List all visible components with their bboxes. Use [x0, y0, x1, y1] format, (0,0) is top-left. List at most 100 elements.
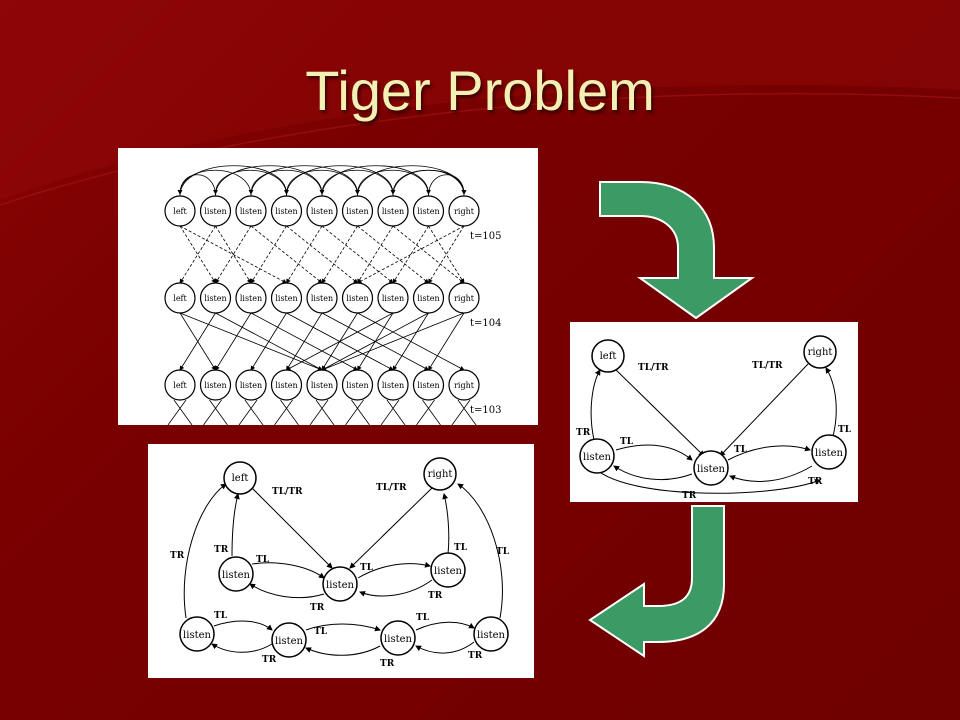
- trellis-node-label: left: [173, 294, 187, 303]
- trellis-tail-edge: [203, 399, 222, 425]
- label-tl-mr-top: TL: [454, 543, 468, 553]
- node-label: listen: [183, 630, 211, 641]
- node-listen-mid-left: [218, 556, 254, 592]
- trellis-node: [199, 282, 232, 314]
- edge-inner-left: [231, 493, 240, 557]
- small-state-graph-panel: TL/TR TL/TR TR TL TL TL TR TR left right…: [570, 322, 858, 502]
- arrow-down-right-icon: [599, 181, 756, 320]
- trellis-node-label: listen: [311, 381, 333, 390]
- node-listen-center: [322, 566, 358, 602]
- small-graph-edge-labels: TL/TR TL/TR TR TL TL TL TR TR: [576, 361, 852, 501]
- label-tl-ml: TL: [256, 555, 270, 565]
- trellis-node-label: listen: [204, 294, 226, 303]
- trellis-arc: [179, 165, 289, 197]
- trellis-node: [164, 282, 196, 314]
- trellis-arc: [215, 165, 325, 197]
- label-tr-bl: TR: [262, 655, 277, 665]
- trellis-tail-edge: [386, 399, 406, 425]
- trellis-node: [412, 195, 445, 227]
- node-label: listen: [326, 580, 354, 591]
- trellis-node: [306, 195, 338, 227]
- trellis-diagram-panel: left listen listen listen listen listen listen…: [118, 148, 538, 425]
- node-listen-mid-right: [430, 552, 466, 588]
- label-tltr-left: TL/TR: [272, 487, 303, 497]
- node-label: left: [232, 473, 249, 484]
- node-listen-bottom-left: [179, 616, 215, 652]
- small-graph-edges: [589, 363, 837, 494]
- trellis-node: [412, 282, 445, 314]
- node-label: listen: [477, 630, 505, 641]
- node-label: right: [808, 347, 833, 358]
- trellis-node-label: listen: [346, 207, 368, 216]
- edge-listenleft-to-left: [590, 369, 601, 441]
- node-right: [803, 335, 837, 369]
- edge-inner-right: [442, 493, 450, 555]
- large-graph-nodes: [179, 457, 509, 658]
- label-tl-br: TL: [416, 613, 430, 623]
- trellis-node: [235, 282, 267, 314]
- label-tl-right-mid: TL: [734, 445, 748, 455]
- trellis-node: [341, 282, 374, 314]
- trellis-solid-edge: [179, 312, 323, 371]
- trellis-node-label: listen: [240, 381, 262, 390]
- trellis-node-label: listen: [346, 294, 368, 303]
- trellis-arc: [355, 169, 429, 197]
- trellis-node-label: listen: [382, 294, 404, 303]
- trellis-dashed-edge: [428, 225, 465, 284]
- trellis-node: [448, 282, 480, 314]
- large-graph-node-labels: left right listen listen listen listen l…: [183, 469, 505, 647]
- trellis-node-label: right: [454, 294, 475, 303]
- edge-ml-to-center: [251, 562, 325, 579]
- label-tr-left: TR: [576, 428, 591, 438]
- trellis-time-label: t=105: [470, 231, 501, 242]
- trellis-solid-edge: [179, 312, 216, 371]
- node-listen-center: [693, 450, 729, 486]
- trellis-node: [199, 195, 232, 227]
- trellis-node: [235, 195, 267, 227]
- trellis-node-label: listen: [311, 207, 333, 216]
- trellis-tail-edge: [345, 399, 364, 425]
- label-tr-bottom: TR: [682, 491, 697, 501]
- trellis-dashed-edge: [215, 225, 252, 284]
- trellis-tail-edge: [280, 399, 299, 425]
- label-tltr-right: TL/TR: [376, 483, 407, 493]
- trellis-node-label: listen: [204, 381, 226, 390]
- node-listen-bottom-center-left: [271, 622, 307, 658]
- node-listen-bottom-right: [473, 616, 509, 652]
- trellis-solid-edge: [285, 312, 394, 371]
- large-state-graph: TL/TR TL/TR TR TR TL TR TL TR TL TL TL T…: [170, 457, 510, 669]
- trellis-time-label: t=104: [470, 318, 501, 329]
- edge-left-to-center: [611, 365, 705, 457]
- trellis-solid-edge: [250, 312, 287, 371]
- trellis-dashed-edge: [250, 225, 287, 284]
- trellis-node: [164, 195, 196, 227]
- trellis-solid-edge: [215, 312, 252, 371]
- node-label: listen: [384, 634, 412, 645]
- trellis-node-label: listen: [417, 294, 439, 303]
- node-listen-right: [811, 434, 847, 470]
- trellis-node: [448, 195, 480, 227]
- trellis-arc: [177, 174, 216, 197]
- edge-outer-right: [457, 483, 503, 619]
- trellis-solid-edge: [286, 312, 323, 371]
- label-tr-mr: TR: [428, 591, 443, 601]
- trellis-arc: [357, 165, 467, 197]
- edge-right-to-center: [719, 363, 809, 457]
- trellis-node-label: listen: [346, 381, 368, 390]
- edge-bl-to-bcl: [213, 620, 273, 631]
- trellis-node: [341, 369, 374, 401]
- trellis-tail-edge: [238, 399, 258, 425]
- trellis-dashed-edge: [286, 225, 359, 284]
- edge-left-to-center: [251, 487, 333, 569]
- trellis-tail-edge: [351, 399, 370, 425]
- trellis-node-label: listen: [275, 381, 297, 390]
- label-tr-outer: TR: [170, 551, 185, 561]
- trellis-node-label: listen: [240, 294, 262, 303]
- trellis-node: [306, 369, 338, 401]
- trellis-node-label: listen: [382, 207, 404, 216]
- trellis-node-label: right: [454, 381, 475, 390]
- trellis-dashed-edge: [392, 225, 429, 284]
- trellis-dashed-edge: [356, 225, 465, 284]
- trellis-node: [377, 282, 409, 314]
- label-tl-bc: TL: [314, 627, 328, 637]
